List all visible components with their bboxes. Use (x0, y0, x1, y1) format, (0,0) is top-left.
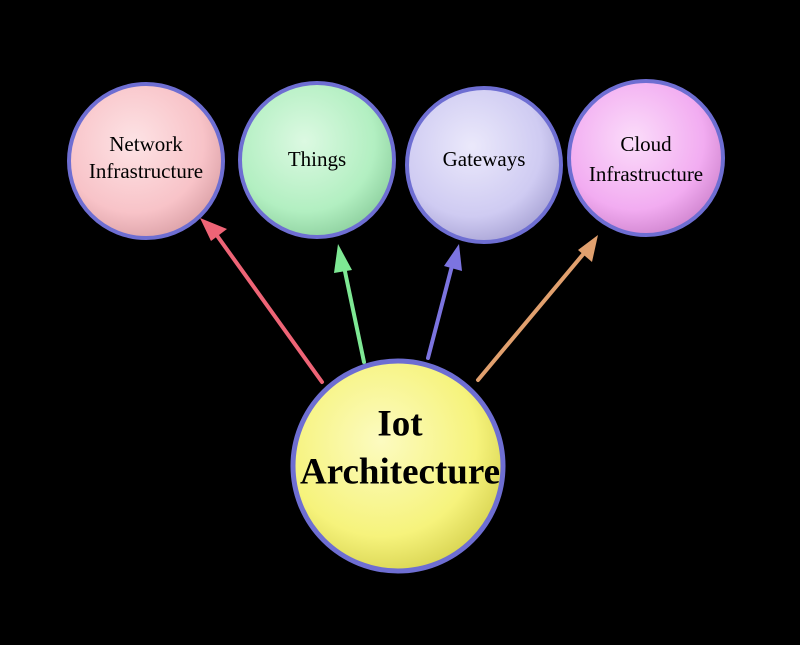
arrow-to-network-infrastructure (200, 218, 324, 384)
node-label-line2: Infrastructure (89, 159, 203, 183)
node-things: Things (238, 81, 396, 239)
arrow-to-cloud-infrastructure (476, 235, 598, 382)
node-network-infrastructure: Network Infrastructure (67, 82, 225, 240)
node-gateways: Gateways (405, 86, 563, 244)
node-label-line1: Network (109, 132, 183, 156)
node-iot-architecture: Iot Architecture (290, 358, 506, 574)
arrow-to-things (334, 244, 366, 364)
center-label-line2: Architecture (300, 451, 500, 492)
node-label-line1: Cloud (620, 132, 672, 156)
node-label-line1: Things (288, 147, 346, 171)
node-cloud-infrastructure: Cloud Infrastructure (567, 79, 725, 237)
node-label-line1: Gateways (443, 147, 526, 171)
node-label-line2: Infrastructure (589, 162, 703, 186)
arrow-to-gateways (426, 244, 462, 360)
center-label-line1: Iot (377, 403, 423, 444)
